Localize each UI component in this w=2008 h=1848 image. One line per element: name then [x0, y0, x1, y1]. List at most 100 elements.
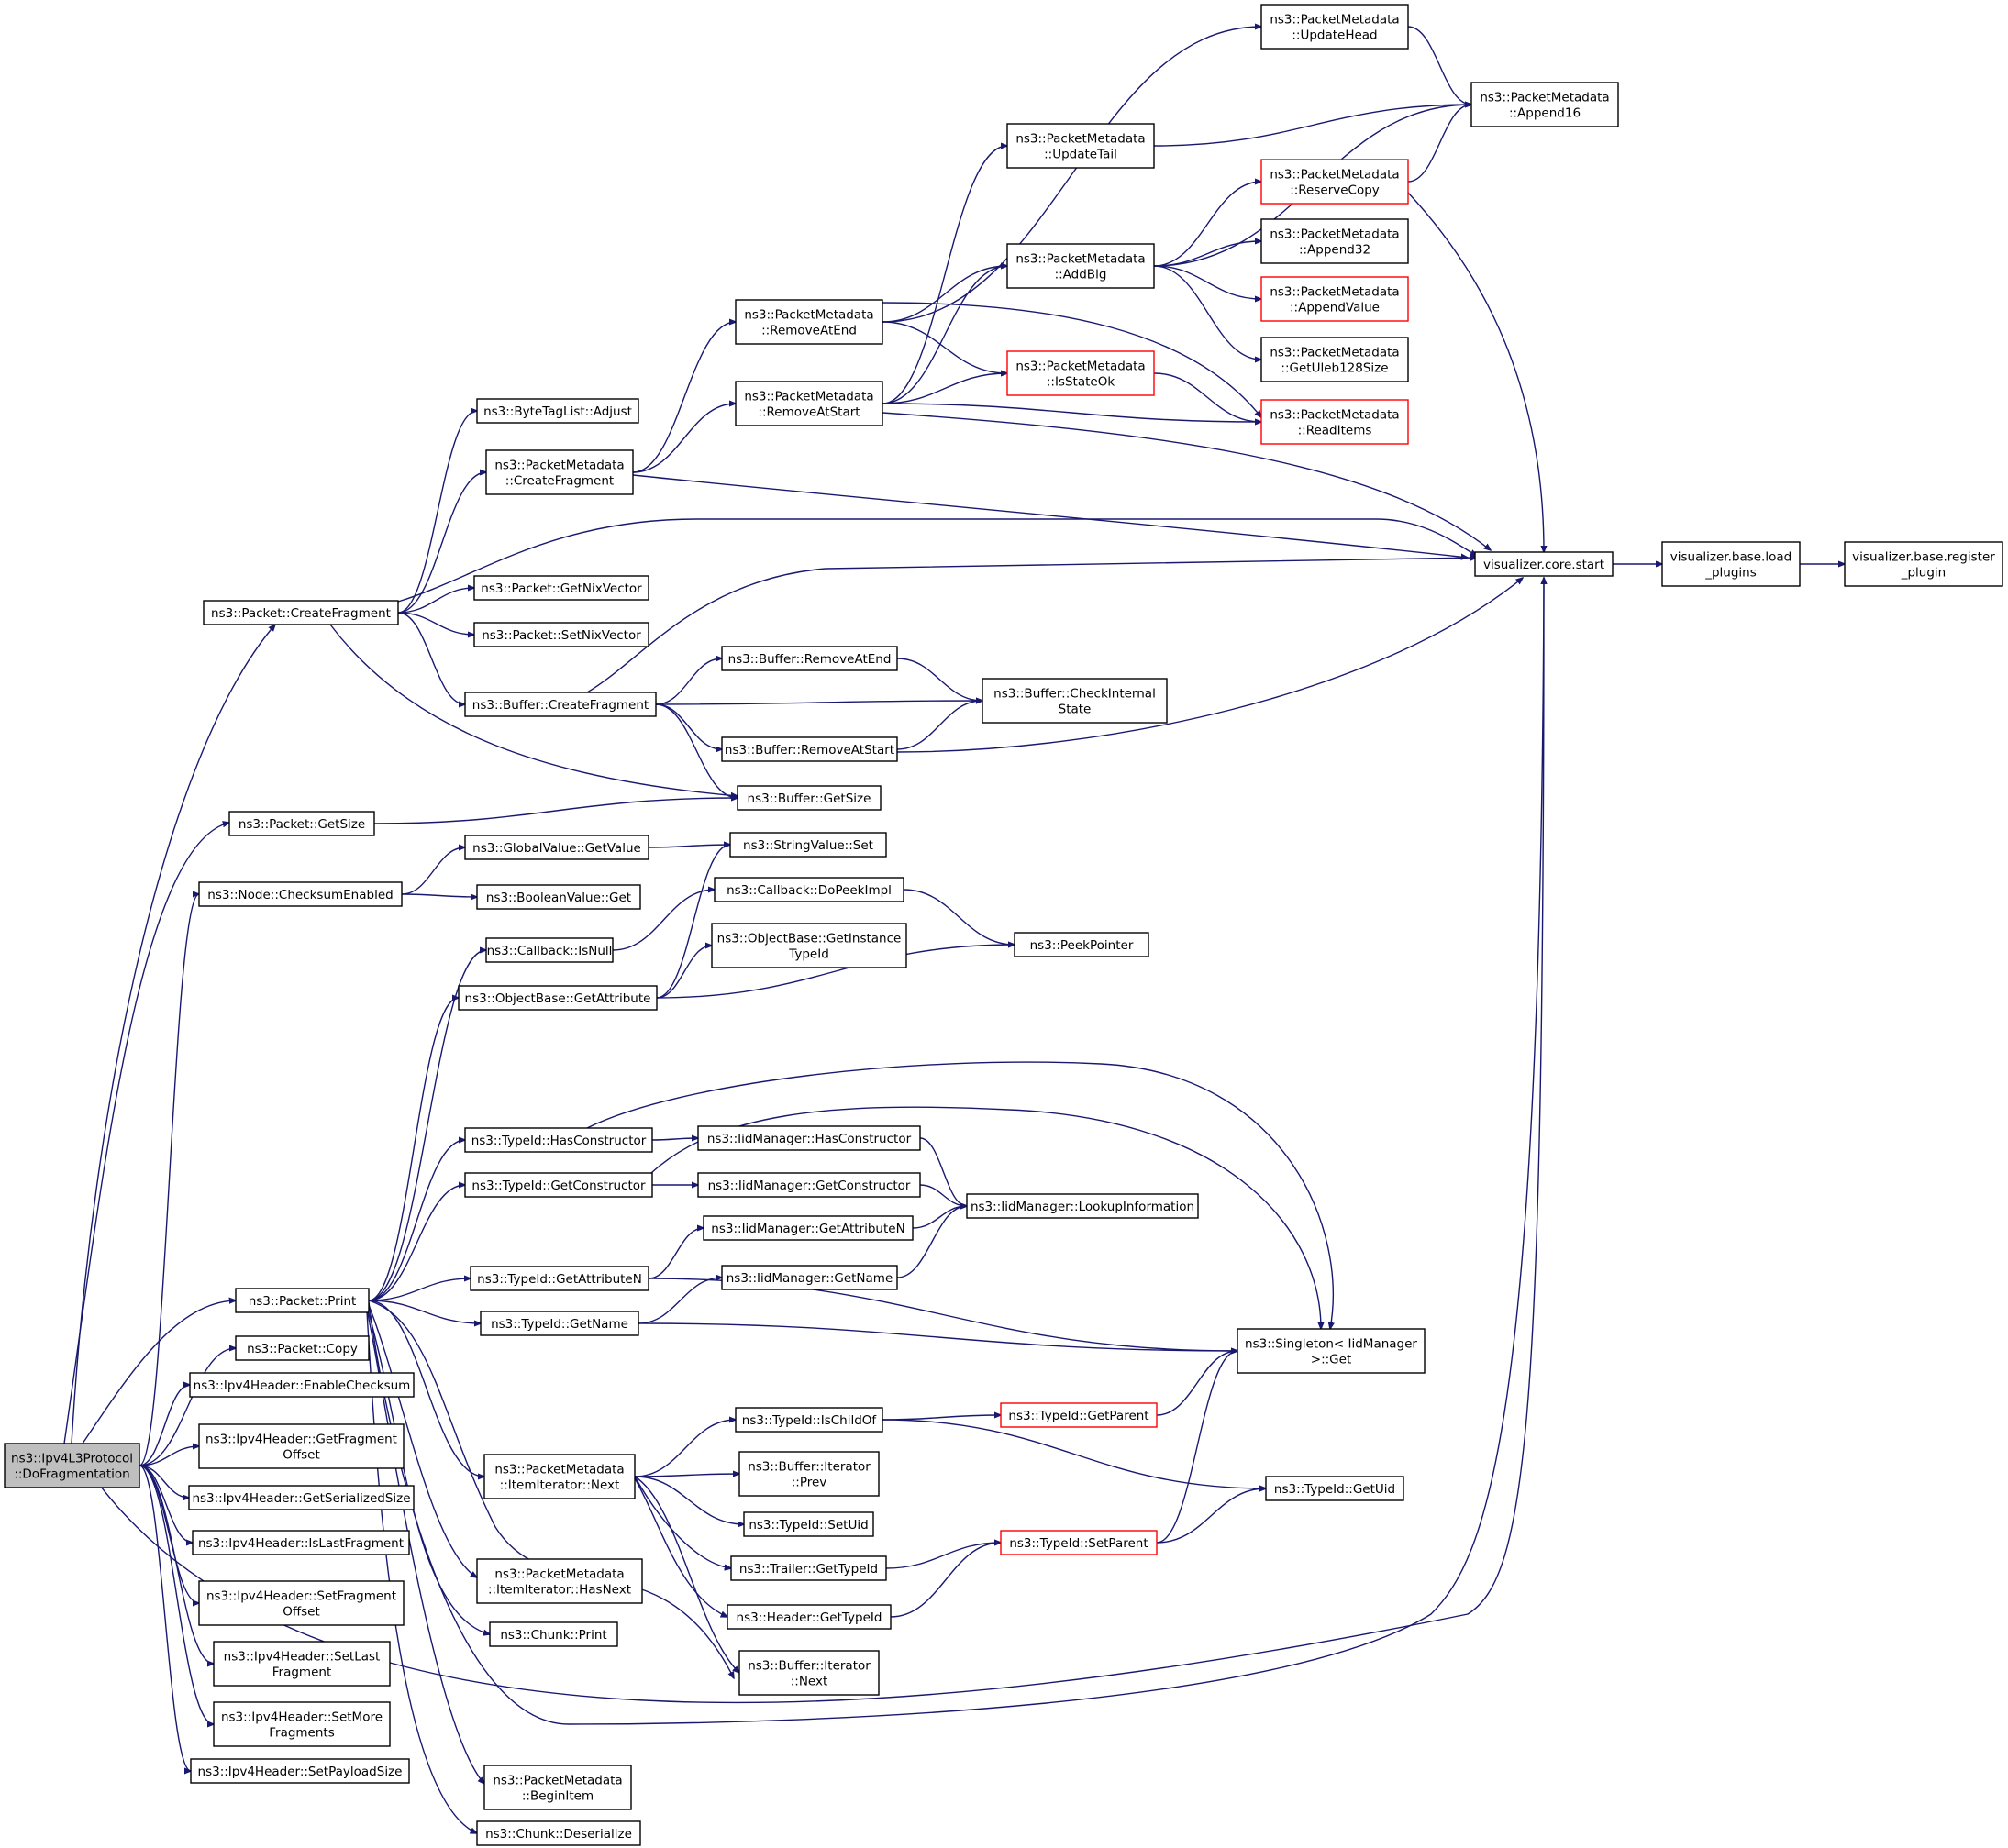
- node-bin[interactable]: ns3::Buffer::Iterator::Next: [738, 1650, 880, 1696]
- node-label: ns3::Buffer::RemoveAtStart: [725, 743, 894, 758]
- node-box: [470, 1266, 649, 1291]
- edge-bras-to-bcis: [896, 701, 982, 750]
- node-pmiihn[interactable]: ns3::PacketMetadata::ItemIterator::HasNe…: [476, 1558, 643, 1604]
- node-bip[interactable]: ns3::Buffer::Iterator::Prev: [738, 1451, 880, 1497]
- edge-path: [896, 701, 982, 750]
- node-vblp[interactable]: visualizer.base.load_plugins: [1661, 541, 1801, 587]
- node-cdpi[interactable]: ns3::Callback::DoPeekImpl: [714, 877, 904, 902]
- node-btla[interactable]: ns3::ByteTagList::Adjust: [476, 398, 639, 424]
- node-thc[interactable]: ns3::TypeId::HasConstructor: [464, 1127, 653, 1153]
- node-pmab[interactable]: ns3::PacketMetadata::AddBig: [1006, 243, 1155, 289]
- node-hgss[interactable]: ns3::Ipv4Header::GetSerializedSize: [188, 1485, 415, 1510]
- node-pgnv[interactable]: ns3::Packet::GetNixVector: [473, 575, 649, 601]
- node-imgc[interactable]: ns3::IidManager::GetConstructor: [697, 1172, 921, 1198]
- node-box: [473, 622, 649, 647]
- edge-pmut-to-pma16: [1153, 105, 1471, 147]
- node-gvgv[interactable]: ns3::GlobalValue::GetValue: [464, 835, 649, 860]
- node-cp[interactable]: ns3::Chunk::Print: [489, 1621, 618, 1647]
- node-label: ns3::PeekPointer: [1030, 938, 1134, 953]
- edge-nce-to-bvg: [401, 894, 477, 897]
- node-box: [476, 1820, 641, 1846]
- node-cd[interactable]: ns3::Chunk::Deserialize: [476, 1820, 641, 1846]
- node-pmri[interactable]: ns3::PacketMetadata::ReadItems: [1260, 399, 1409, 445]
- node-tgc[interactable]: ns3::TypeId::GetConstructor: [464, 1172, 653, 1198]
- edge-path: [368, 1140, 465, 1301]
- edge-pp-to-pmbi: [366, 1309, 484, 1784]
- node-pcf[interactable]: ns3::Packet::CreateFragment: [203, 600, 399, 625]
- node-brae[interactable]: ns3::Buffer::RemoveAtEnd: [721, 646, 898, 671]
- edge-hgti-to-tsp: [890, 1543, 1001, 1618]
- node-bvg[interactable]: ns3::BooleanValue::Get: [476, 884, 641, 910]
- edge-path: [1156, 1488, 1266, 1544]
- node-pmut[interactable]: ns3::PacketMetadata::UpdateTail: [1006, 123, 1155, 169]
- node-bras[interactable]: ns3::Buffer::RemoveAtStart: [721, 736, 898, 762]
- node-pgs[interactable]: ns3::Packet::GetSize: [228, 811, 375, 836]
- node-tgp[interactable]: ns3::TypeId::GetParent: [1000, 1402, 1158, 1428]
- node-tsp[interactable]: ns3::TypeId::SetParent: [1000, 1530, 1158, 1555]
- node-pmuh[interactable]: ns3::PacketMetadata::UpdateHead: [1260, 4, 1409, 50]
- node-pmiin[interactable]: ns3::PacketMetadata::ItemIterator::Next: [483, 1454, 636, 1499]
- node-vbrp[interactable]: visualizer.base.register_plugin: [1844, 541, 2003, 587]
- node-tgti[interactable]: ns3::Trailer::GetTypeId: [730, 1555, 887, 1581]
- node-nce[interactable]: ns3::Node::ChecksumEnabled: [198, 881, 403, 907]
- node-pc[interactable]: ns3::Packet::Copy: [235, 1335, 370, 1361]
- edge-path: [63, 823, 229, 1444]
- node-vcs[interactable]: visualizer.core.start: [1474, 551, 1614, 577]
- edge-pmcf-to-pmrae: [632, 322, 736, 473]
- node-box: [727, 1604, 892, 1630]
- node-pmras[interactable]: ns3::PacketMetadata::RemoveAtStart: [735, 381, 883, 426]
- node-box: [1260, 159, 1409, 205]
- node-cbn[interactable]: ns3::Callback::IsNull: [485, 937, 614, 963]
- node-pmav[interactable]: ns3::PacketMetadata::AppendValue: [1260, 276, 1409, 322]
- node-imli[interactable]: ns3::IidManager::LookupInformation: [966, 1193, 1199, 1219]
- node-sig[interactable]: ns3::Singleton< IidManager >::Get: [1237, 1328, 1426, 1374]
- node-imgn[interactable]: ns3::IidManager::GetName: [721, 1265, 898, 1290]
- edge-thc-to-imhc: [651, 1138, 698, 1140]
- node-label: ns3::PacketMetadata: [494, 459, 624, 473]
- edge-pcf-to-bgs: [329, 624, 738, 796]
- node-imhc[interactable]: ns3::IidManager::HasConstructor: [697, 1125, 921, 1151]
- node-psnv[interactable]: ns3::Packet::SetNixVector: [473, 622, 649, 647]
- node-pmrc[interactable]: ns3::PacketMetadata::ReserveCopy: [1260, 159, 1409, 205]
- node-pma32[interactable]: ns3::PacketMetadata::Append32: [1260, 218, 1409, 264]
- node-pp[interactable]: ns3::Packet::Print: [235, 1288, 370, 1313]
- node-tico[interactable]: ns3::TypeId::IsChildOf: [735, 1407, 883, 1433]
- node-pmgu[interactable]: ns3::PacketMetadata::GetUleb128Size: [1260, 337, 1409, 382]
- node-imgan[interactable]: ns3::IidManager::GetAttributeN: [703, 1215, 914, 1241]
- node-tgu[interactable]: ns3::TypeId::GetUid: [1265, 1476, 1404, 1501]
- node-pma16[interactable]: ns3::PacketMetadata::Append16: [1470, 82, 1619, 127]
- edge-pmab-to-pma32: [1153, 241, 1261, 267]
- node-pmbi[interactable]: ns3::PacketMetadata::BeginItem: [483, 1765, 632, 1810]
- edge-pcf-to-pmcf: [397, 472, 486, 614]
- node-pmcf[interactable]: ns3::PacketMetadata::CreateFragment: [485, 449, 634, 495]
- node-label: ns3::Chunk::Print: [500, 1628, 606, 1643]
- node-pptr[interactable]: ns3::PeekPointer: [1014, 932, 1149, 957]
- node-obga[interactable]: ns3::ObjectBase::GetAttribute: [458, 985, 658, 1011]
- node-label: Fragments: [269, 1726, 335, 1741]
- node-hsps[interactable]: ns3::Ipv4Header::SetPayloadSize: [190, 1758, 410, 1784]
- node-tsu[interactable]: ns3::TypeId::SetUid: [743, 1511, 874, 1537]
- node-label: ::ReadItems: [1298, 424, 1372, 438]
- node-root[interactable]: ns3::Ipv4L3Protocol::DoFragmentation: [4, 1443, 140, 1488]
- edge-path: [655, 703, 738, 798]
- node-pmiso[interactable]: ns3::PacketMetadata::IsStateOk: [1006, 350, 1155, 396]
- node-bcf[interactable]: ns3::Buffer::CreateFragment: [464, 692, 657, 717]
- node-hgti[interactable]: ns3::Header::GetTypeId: [727, 1604, 892, 1630]
- node-label: ns3::PacketMetadata: [494, 1567, 624, 1582]
- node-tgan[interactable]: ns3::TypeId::GetAttributeN: [470, 1266, 649, 1291]
- node-box: [485, 937, 614, 963]
- node-box: [735, 381, 883, 426]
- node-tgn[interactable]: ns3::TypeId::GetName: [480, 1311, 639, 1336]
- node-hilf[interactable]: ns3::Ipv4Header::IsLastFragment: [192, 1530, 410, 1555]
- node-box: [483, 1765, 632, 1810]
- node-pmrae[interactable]: ns3::PacketMetadata::RemoveAtEnd: [735, 299, 883, 345]
- node-bgs[interactable]: ns3::Buffer::GetSize: [737, 785, 882, 811]
- node-svs[interactable]: ns3::StringValue::Set: [729, 832, 887, 858]
- node-hec[interactable]: ns3::Ipv4Header::EnableChecksum: [189, 1372, 415, 1398]
